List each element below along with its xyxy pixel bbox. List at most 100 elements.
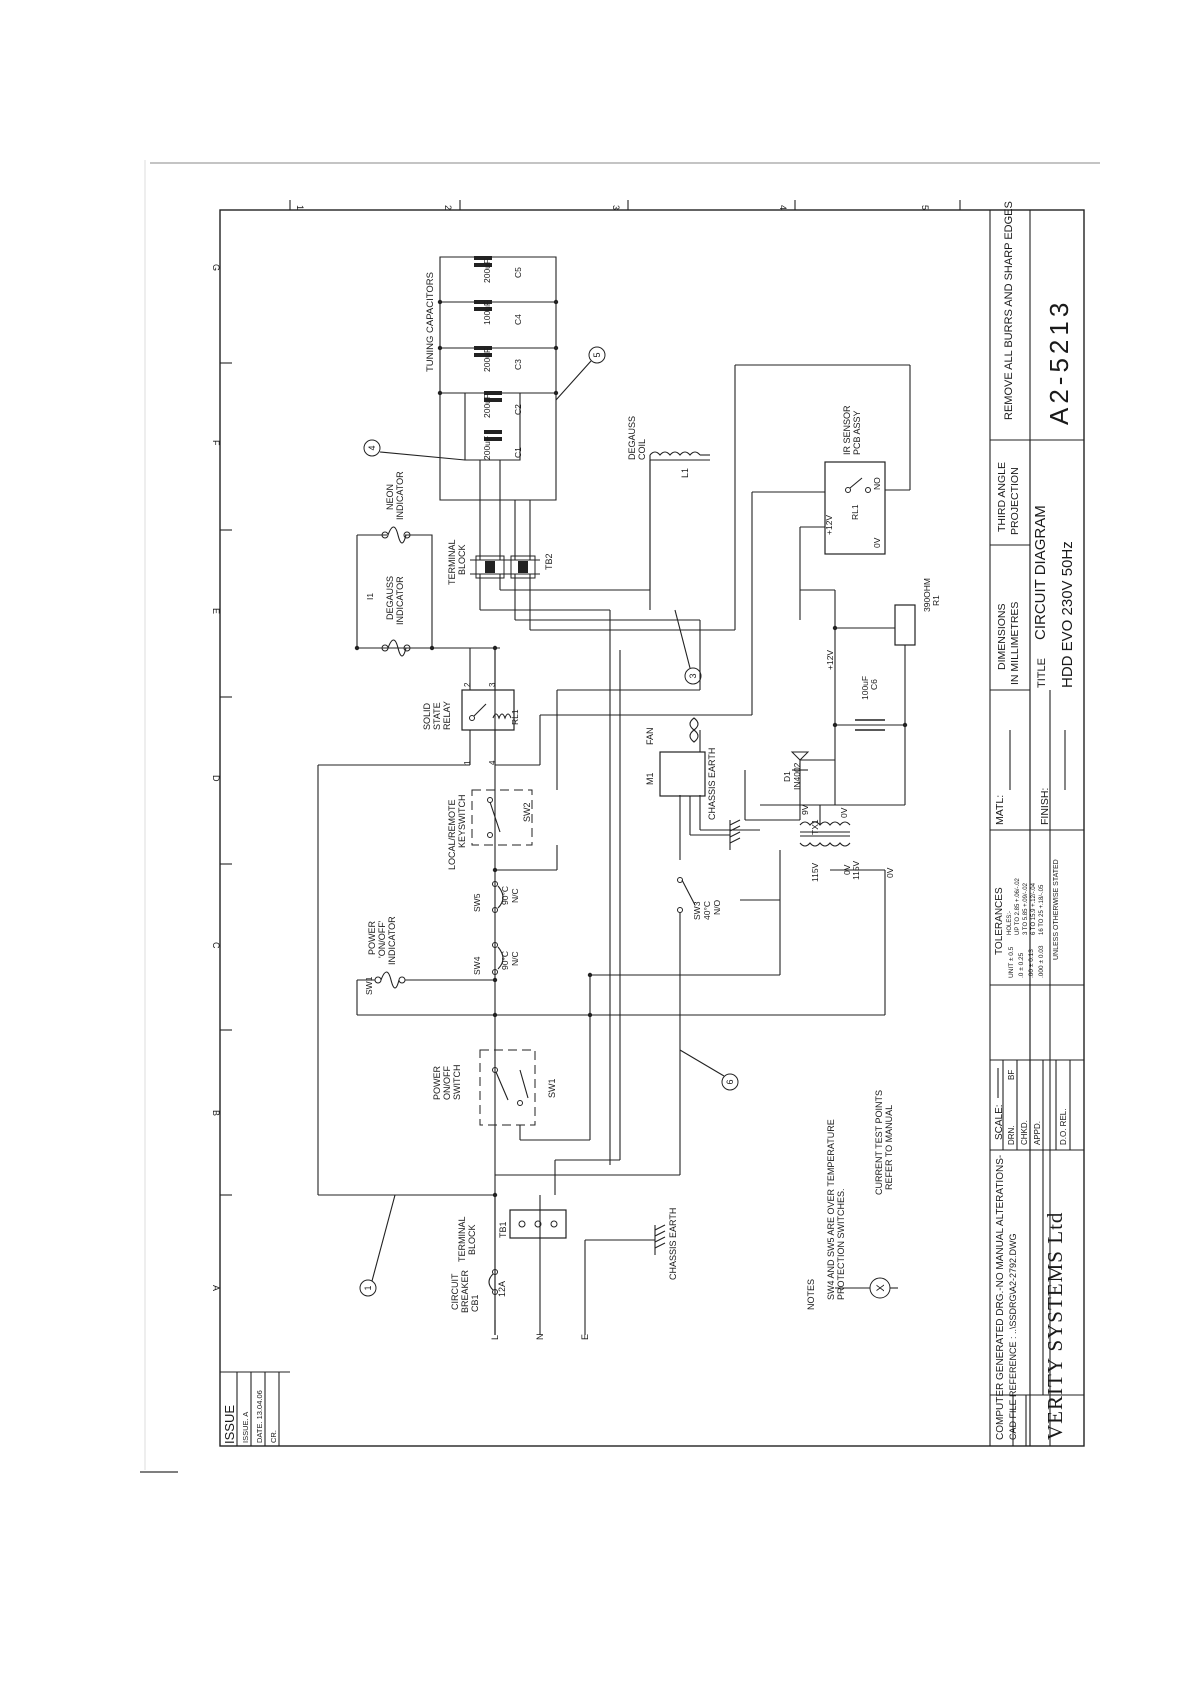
label-tb2: TB2 xyxy=(544,553,554,570)
label-power-switch-3: SWITCH xyxy=(452,1065,462,1101)
label-l: L xyxy=(490,1335,500,1340)
label-e: E xyxy=(580,1334,590,1340)
label-tb1-terminal: TERMINAL xyxy=(457,1216,467,1262)
label-ssr-pin2: 2 xyxy=(463,682,472,687)
tb-projection: PROJECTION xyxy=(1009,467,1021,535)
tb-title-line2: HDD EVO 230V 50Hz xyxy=(1059,541,1076,688)
label-sw3: SW3 xyxy=(692,901,702,920)
label-115v-1: 115V xyxy=(810,862,820,882)
tb-chkd: CHKD. xyxy=(1020,1120,1029,1145)
grid-left: G F E D C B A xyxy=(211,264,232,1291)
label-ir-no: NO xyxy=(872,477,882,490)
fan-m1 xyxy=(659,717,730,836)
terminal-block-tb1 xyxy=(509,1209,567,1239)
degauss-indicator-lamp xyxy=(381,639,411,657)
label-power-indicator-2: 'ON/OFF' xyxy=(377,920,387,958)
title-block: REMOVE ALL BURRS AND SHARP EDGES A2-5213… xyxy=(222,201,1084,1446)
label-i1: I1 xyxy=(365,593,375,600)
label-circuit: CIRCUIT xyxy=(450,1273,460,1310)
transformer-tx1 xyxy=(799,821,851,847)
tb-cad-reference: CAD FILE REFERENCE : ..\SSDRG\A2-2792.DW… xyxy=(1008,1233,1018,1440)
tb-title-line1: CIRCUIT DIAGRAM xyxy=(1032,505,1049,640)
tb-scale: SCALE: xyxy=(994,1104,1005,1140)
terminal-block-tb2 xyxy=(475,555,536,579)
tb-date-value: DATE. 13.04.06 xyxy=(255,1390,264,1443)
tb-finish: FINISH: xyxy=(1039,788,1051,825)
label-degauss-ind-1: DEGAUSS xyxy=(385,576,395,620)
grid-letter-b: B xyxy=(211,1110,221,1116)
capacitor-c1 xyxy=(484,430,502,441)
diode-d1 xyxy=(790,751,810,771)
label-0v-3: 0V xyxy=(885,867,895,878)
label-pcb-assy: PCB ASSY xyxy=(852,410,862,455)
label-tuning-capacitors: TUNING CAPACITORS xyxy=(425,272,436,372)
label-tb1-block: BLOCK xyxy=(467,1224,477,1255)
ir-sensor-pcb xyxy=(824,461,886,555)
tb-drawing-number: A2-5213 xyxy=(1044,299,1074,425)
label-ssr-rl1: RL1 xyxy=(510,709,520,725)
callout-3: 3 xyxy=(688,673,698,678)
label-sw1: SW1 xyxy=(547,1078,557,1098)
label-sw1-lamp: SW1 xyxy=(364,976,374,995)
solid-state-relay xyxy=(461,689,515,731)
label-degauss-coil-2: COIL xyxy=(637,439,647,460)
label-ir-sensor: IR SENSOR xyxy=(842,405,852,455)
label-power-indicator-3: INDICATOR xyxy=(387,916,397,965)
junction-dots xyxy=(354,299,908,1198)
power-switch-sw1 xyxy=(479,1049,536,1126)
label-breaker: BREAKER xyxy=(460,1269,470,1313)
label-power-switch-1: POWER xyxy=(432,1065,442,1100)
label-degauss-ind-2: INDICATOR xyxy=(395,576,405,625)
tb-holes-3: 6 TO 15.9 +.12/-.04 xyxy=(1031,882,1037,935)
label-sw4-nc: N/C xyxy=(510,951,520,966)
label-note1-line1: SW4 AND SW5 ARE OVER TEMPERATURE xyxy=(826,1119,836,1300)
label-c2-value: 200uF xyxy=(482,394,492,418)
capacitor-c2 xyxy=(484,391,502,402)
thermal-switch-sw5 xyxy=(492,881,504,913)
label-keyswitch-2: KEYSWITCH xyxy=(457,794,467,848)
tb-title-label: TITLE xyxy=(1036,658,1048,688)
label-c1-value: 200uF xyxy=(482,436,492,460)
label-c6: C6 xyxy=(869,679,879,690)
capacitor-c5 xyxy=(470,256,496,267)
label-neon-2: INDICATOR xyxy=(395,471,405,520)
tb-matl: MATL: xyxy=(994,795,1006,825)
wiring xyxy=(317,256,911,1335)
label-c1: C1 xyxy=(513,447,523,458)
label-sw5-nc: N/C xyxy=(510,888,520,903)
grid-num-1: 1 xyxy=(295,205,305,210)
grid-num-2: 2 xyxy=(443,205,453,210)
grid-top: 1 2 3 4 5 xyxy=(289,200,961,210)
capacitor-c3 xyxy=(474,346,492,357)
label-sw4-temp: 90°C xyxy=(500,951,510,970)
label-tb1: TB1 xyxy=(498,1221,508,1238)
tb-tol-unit: UNIT ± 0.5 xyxy=(1008,946,1015,978)
tb-holes-4: 16 TO 25 +.18/-.05 xyxy=(1039,884,1045,935)
capacitor-c4 xyxy=(474,300,492,311)
callout-4: 4 xyxy=(367,445,377,450)
label-c5: C5 xyxy=(513,267,523,278)
tb-tol-3dp: .000 ± 0.03 xyxy=(1038,945,1045,978)
label-terminal: TERMINAL xyxy=(447,539,457,585)
grid-letter-d: D xyxy=(211,775,221,782)
tb-drn-value: BF xyxy=(1007,1070,1016,1080)
label-notes: NOTES xyxy=(806,1279,816,1310)
label-keyswitch-1: LOCAL/REMOTE xyxy=(447,799,457,870)
tb-issue-heading: ISSUE xyxy=(222,1405,237,1444)
tb-third-angle: THIRD ANGLE xyxy=(996,462,1008,532)
label-115v-2: 115V xyxy=(851,860,861,880)
label-sw5-temp: 90°C xyxy=(500,886,510,905)
label-sw5: SW5 xyxy=(472,893,482,912)
callouts xyxy=(359,346,898,1299)
label-9v: 9V xyxy=(800,804,810,815)
tb-millimetres: IN MILLIMETRES xyxy=(1009,602,1021,685)
label-ssr-pin1: 1 xyxy=(463,760,472,765)
label-neon-1: NEON xyxy=(385,484,395,510)
label-ir-rl1: RL1 xyxy=(850,504,860,520)
degauss-coil-l1 xyxy=(649,451,710,460)
grid-num-3: 3 xyxy=(611,205,621,210)
label-0v-pri: 0V xyxy=(842,864,852,875)
tb-holes: HOLES:- xyxy=(1007,911,1013,935)
label-c5-value: 200uF xyxy=(482,259,492,283)
